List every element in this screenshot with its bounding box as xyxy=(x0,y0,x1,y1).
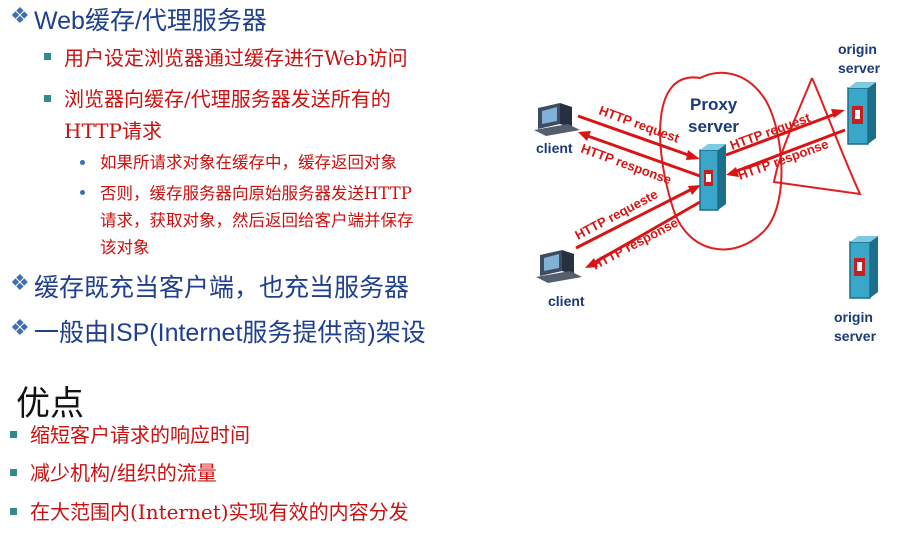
proxy-label-line1: Proxy xyxy=(690,95,738,114)
client-label-bottom: client xyxy=(548,293,585,309)
arrow-client1-request xyxy=(577,114,700,160)
square-bullet-icon xyxy=(44,53,51,60)
heading-client-and-server: 缓存既充当客户端，也充当服务器 xyxy=(34,274,410,302)
arrow-server-request xyxy=(725,109,845,157)
arrow-client2-response xyxy=(585,200,701,268)
heading-web-cache: Web缓存/代理服务器 xyxy=(34,7,267,35)
origin-label-top-line2: server xyxy=(838,60,881,76)
diamond-bullet-icon: ❖ xyxy=(10,315,30,340)
sub-bullet-send-requests-line2: HTTP请求 xyxy=(64,119,162,143)
square-bullet-icon xyxy=(10,469,17,476)
client-computer-icon xyxy=(534,103,580,136)
client-computer-icon xyxy=(536,250,582,283)
dot-bullet-icon xyxy=(80,160,85,165)
square-bullet-icon xyxy=(10,508,17,515)
sub-sub-bullet-cache-hit: 如果所请求对象在缓存中，缓存返回对象 xyxy=(100,153,397,172)
label-client1-response: HTTP response xyxy=(579,141,674,188)
advantage-item-response-time: 缩短客户请求的响应时间 xyxy=(30,423,250,447)
sub-bullet-browser-config: 用户设定浏览器通过缓存进行Web访问 xyxy=(64,46,408,70)
proxy-label-line2: server xyxy=(688,117,739,136)
arrow-client1-response xyxy=(578,131,701,178)
square-bullet-icon xyxy=(44,95,51,102)
sub-sub-bullet-cache-miss-line1: 否则，缓存服务器向原始服务器发送HTTP xyxy=(100,184,412,203)
proxy-server-icon xyxy=(699,144,726,211)
sub-sub-bullet-cache-miss-line3: 该对象 xyxy=(100,238,150,257)
arrow-client2-request xyxy=(575,185,701,250)
advantage-item-content-distribution: 在大范围内(Internet)实现有效的内容分发 xyxy=(30,500,409,524)
heading-isp: 一般由ISP(Internet服务提供商)架设 xyxy=(34,319,426,347)
sub-sub-bullet-cache-miss-line2: 请求，获取对象，然后返回给客户端并保存 xyxy=(100,211,414,230)
origin-label-bottom-line1: origin xyxy=(834,309,873,325)
annotation-circle xyxy=(659,71,783,251)
origin-label-top-line1: origin xyxy=(838,41,877,57)
arrow-server-response xyxy=(726,128,846,177)
client-label-top: client xyxy=(536,140,573,156)
diamond-bullet-icon: ❖ xyxy=(10,270,30,295)
dot-bullet-icon xyxy=(80,190,85,195)
origin-label-bottom-line2: server xyxy=(834,328,877,344)
origin-server-icon xyxy=(849,236,878,299)
advantages-title: 优点 xyxy=(16,384,84,424)
label-client1-request: HTTP request xyxy=(597,103,682,146)
diamond-bullet-icon: ❖ xyxy=(10,3,30,28)
square-bullet-icon xyxy=(10,431,17,438)
advantage-item-traffic: 减少机构/组织的流量 xyxy=(30,461,217,485)
sub-bullet-send-requests-line1: 浏览器向缓存/代理服务器发送所有的 xyxy=(64,87,391,111)
origin-server-icon xyxy=(847,82,876,145)
annotation-triangle xyxy=(772,77,862,196)
